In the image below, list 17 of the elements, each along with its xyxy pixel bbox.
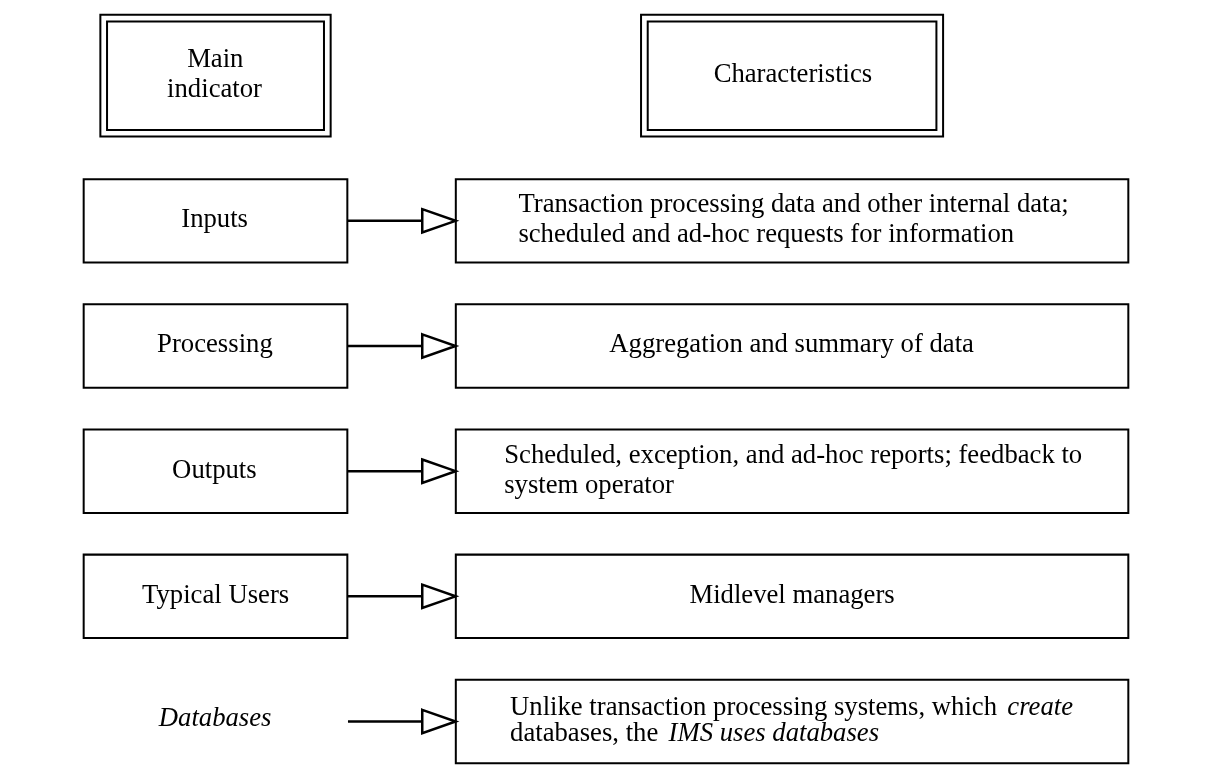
node-box: Processing <box>82 303 349 389</box>
node-box: Outputs <box>82 428 349 514</box>
node-box: Inputs <box>82 178 349 264</box>
arrow <box>347 332 460 360</box>
node-box: Characteristics <box>640 13 945 138</box>
node-text: Databases <box>158 702 272 733</box>
arrow <box>347 207 460 235</box>
node-box: Unlike transaction processing systems, which create databases, the IMS uses databases <box>454 678 1130 765</box>
arrow <box>347 457 460 485</box>
arrow <box>347 582 460 610</box>
node-box: Midlevel managers <box>454 553 1130 640</box>
node-box: Main indicator <box>99 13 332 138</box>
arrow <box>347 708 460 735</box>
node-box: Scheduled, exception, and ad-hoc reports; feedback to system operator <box>454 428 1130 514</box>
node-box: Transaction processing data and other internal data; scheduled and ad-hoc requests for information <box>454 178 1130 264</box>
node-box: Typical Users <box>82 553 349 640</box>
node-box: Aggregation and summary of data <box>454 303 1130 389</box>
